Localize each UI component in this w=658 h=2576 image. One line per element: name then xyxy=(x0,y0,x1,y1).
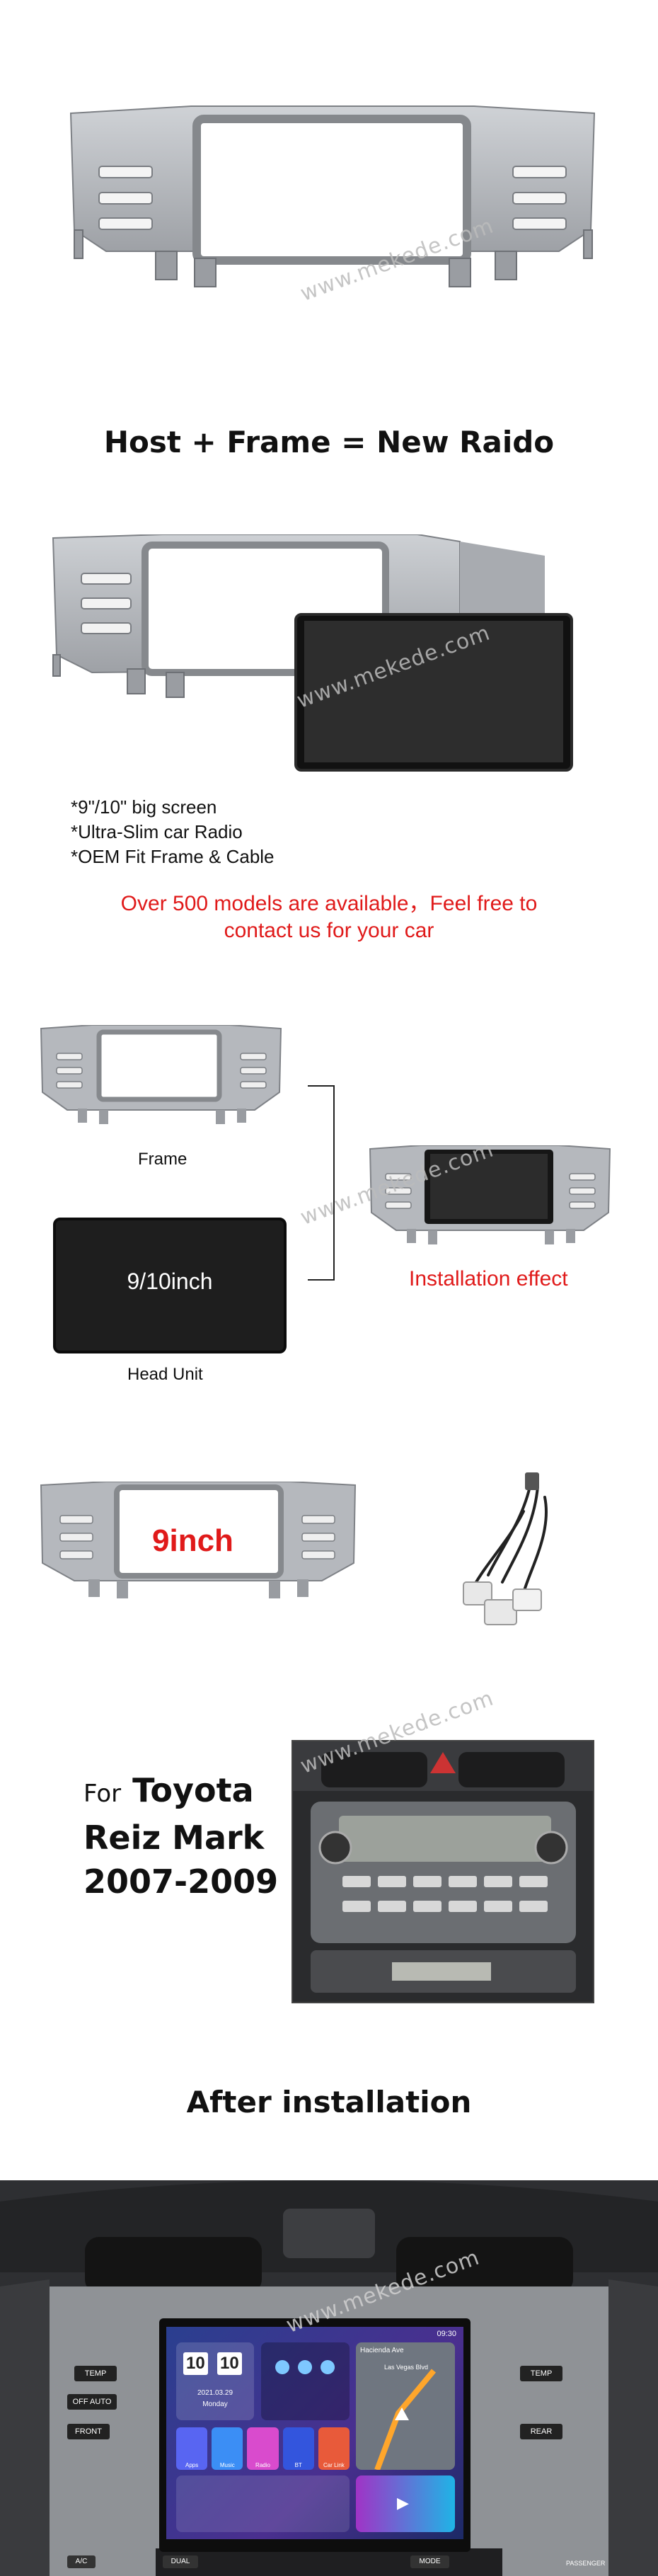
clock-minute: 10 xyxy=(217,2352,242,2375)
installed-dash-photo: 09:30 10 10 2021.03.29 Monday Hacienda A… xyxy=(0,2180,658,2576)
temp-right-button[interactable]: TEMP xyxy=(520,2366,562,2381)
app-icon[interactable]: Car Link xyxy=(318,2427,350,2470)
availability-notice: Over 500 models are available，Feel free … xyxy=(0,891,658,944)
dock-bar xyxy=(176,2475,350,2532)
kit-frame-image xyxy=(39,1481,357,1605)
notice-line: contact us for your car xyxy=(224,919,434,942)
clock-widget: 10 10 2021.03.29 Monday xyxy=(176,2342,254,2420)
rear-defrost-button[interactable]: REAR xyxy=(520,2424,562,2439)
app-label: BT xyxy=(294,2462,302,2468)
dash-head-unit: 09:30 10 10 2021.03.29 Monday Hacienda A… xyxy=(159,2318,471,2552)
clock-day: Monday xyxy=(202,2400,228,2408)
mode-button[interactable]: MODE xyxy=(410,2555,449,2568)
media-widget[interactable]: ▶ xyxy=(356,2475,455,2532)
app-label: Apps xyxy=(185,2462,199,2468)
app-label: Radio xyxy=(255,2462,270,2468)
wiring-harness-image xyxy=(446,1469,594,1639)
nav-street: Hacienda Ave xyxy=(360,2347,404,2354)
off-auto-button[interactable]: OFF AUTO xyxy=(67,2394,117,2410)
dash-screen: 09:30 10 10 2021.03.29 Monday Hacienda A… xyxy=(166,2327,463,2539)
app-icon[interactable]: Apps xyxy=(176,2427,208,2470)
after-installation-heading: After installation xyxy=(186,2085,472,2119)
diagram-frame-image xyxy=(39,1024,283,1131)
original-dash-photo xyxy=(292,1740,594,2003)
fitment-model: Reiz Mark xyxy=(83,1819,265,1857)
fitment-years: 2007-2009 xyxy=(83,1862,279,1901)
status-time: 09:30 xyxy=(437,2330,456,2338)
kit-screen-size-label: 9inch xyxy=(152,1523,233,1558)
fitment-prefix: For xyxy=(83,1780,122,1808)
dual-button[interactable]: DUAL xyxy=(163,2555,198,2568)
feature-item: *Ultra-Slim car Radio xyxy=(71,821,243,842)
installation-effect-image xyxy=(368,1145,612,1252)
nav-widget[interactable]: Hacienda Ave Las Vegas Blvd xyxy=(356,2342,455,2470)
app-bar: Apps Music Radio BT Car Link xyxy=(176,2427,350,2470)
tagline-heading: Host + Frame = New Raido xyxy=(103,425,555,459)
notice-line: Over 500 models are available，Feel free … xyxy=(120,892,538,915)
feature-item: *OEM Fit Frame & Cable xyxy=(71,846,275,867)
head-unit-screen-size: 9/10inch xyxy=(127,1269,213,1294)
app-icon[interactable]: Music xyxy=(212,2427,243,2470)
head-unit-label: Head Unit xyxy=(127,1365,203,1384)
installation-effect-label: Installation effect xyxy=(409,1267,568,1290)
feature-list: *9"/10" big screen *Ultra-Slim car Radio… xyxy=(71,795,275,869)
nav-destination: Las Vegas Blvd xyxy=(384,2364,429,2371)
frame-with-head-unit-image xyxy=(50,534,587,775)
play-icon[interactable]: ▶ xyxy=(397,2494,409,2512)
app-label: Music xyxy=(219,2462,235,2468)
frame-product-image xyxy=(64,99,601,340)
music-widget[interactable] xyxy=(261,2342,350,2420)
app-icon[interactable]: BT xyxy=(282,2427,314,2470)
frame-label: Frame xyxy=(138,1150,187,1169)
temp-left-button[interactable]: TEMP xyxy=(74,2366,117,2381)
ac-button[interactable]: A/C xyxy=(67,2555,96,2568)
clock-hour: 10 xyxy=(183,2352,208,2375)
front-defrost-button[interactable]: FRONT xyxy=(67,2424,110,2439)
head-unit-image: 9/10inch xyxy=(53,1218,287,1353)
app-label: Car Link xyxy=(323,2462,345,2468)
feature-item: *9"/10" big screen xyxy=(71,796,217,818)
bracket-connector xyxy=(308,1085,335,1281)
fitment-text: For Toyota Reiz Mark 2007-2009 xyxy=(83,1768,278,1904)
fitment-brand: Toyota xyxy=(132,1771,254,1809)
app-icon[interactable]: Radio xyxy=(247,2427,279,2470)
clock-date: 2021.03.29 xyxy=(197,2389,233,2397)
passenger-indicator: PASSENGER xyxy=(566,2560,606,2567)
